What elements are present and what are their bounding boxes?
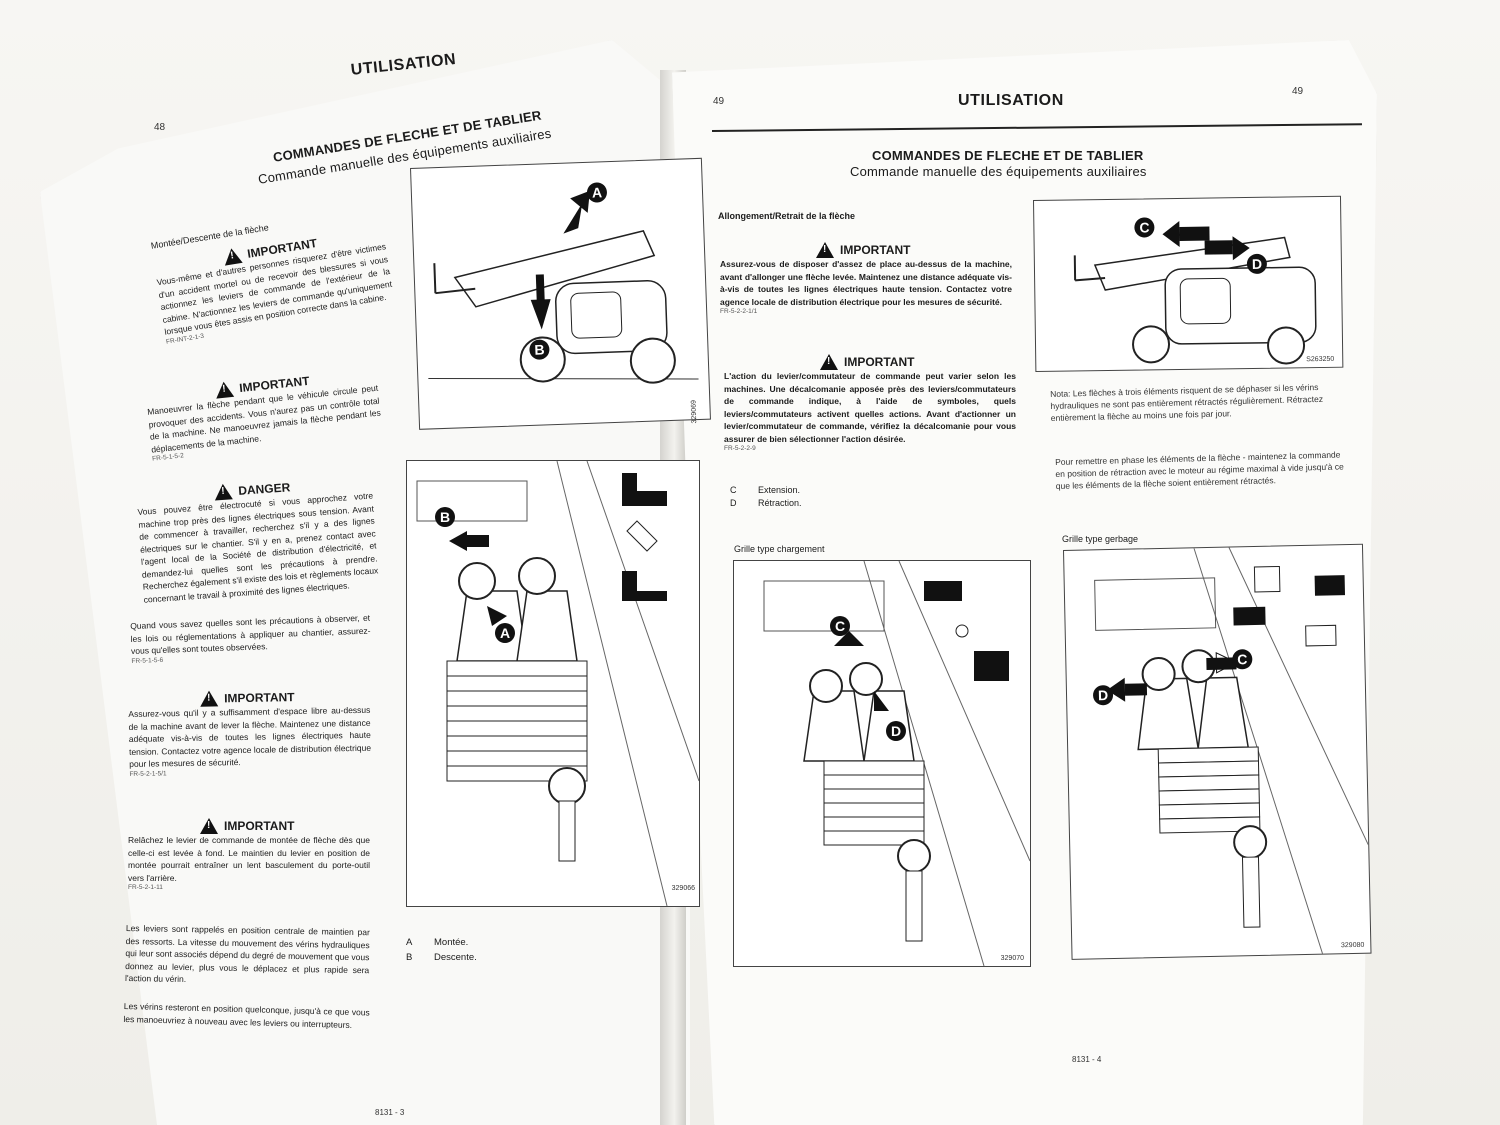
warning-triangle-icon — [816, 242, 834, 258]
svg-text:B: B — [440, 509, 450, 525]
right-warning1-heading: IMPORTANT — [816, 242, 1012, 258]
left-para2: Les leviers sont rappelés en position ce… — [124, 922, 370, 985]
left-footer: 8131 - 3 — [375, 1108, 405, 1117]
grid2-label: Grille type gerbage — [1062, 534, 1139, 544]
warning4-ref: FR-5-2-1-11 — [128, 884, 163, 891]
warning4-text: Relâchez le levier de commande de montée… — [128, 835, 370, 883]
svg-text:B: B — [534, 341, 545, 357]
grid1-levers-illustration: C D — [763, 560, 1031, 967]
right-page-subtitle: Commande manuelle des équipements auxili… — [850, 164, 1147, 179]
warning-triangle-icon — [820, 354, 838, 370]
grid1-code: 329070 — [1000, 955, 1024, 962]
telehandler-illustration: A B — [428, 182, 699, 384]
left-page-number: 48 — [154, 122, 166, 133]
fig2-code: 329066 — [671, 885, 695, 892]
svg-text:A: A — [500, 625, 510, 641]
warning4-heading: IMPORTANT — [200, 818, 370, 834]
left-figure-levers: B A 329066 — [406, 460, 700, 907]
right-warning2-heading: IMPORTANT — [820, 354, 1016, 370]
right-warning1-ref: FR-5-2-2-1/1 — [720, 308, 758, 315]
right-fig-code: S263250 — [1306, 355, 1335, 364]
grid1-label: Grille type chargement — [734, 544, 825, 554]
svg-text:C: C — [1139, 219, 1149, 235]
right-page-number-right: 49 — [1292, 86, 1304, 97]
danger-triangle-icon — [213, 483, 233, 501]
svg-text:D: D — [1098, 687, 1108, 703]
warning-triangle-icon — [222, 246, 243, 266]
right-page-number-left: 49 — [713, 96, 725, 107]
grid2-levers-illustration: D C — [1093, 547, 1369, 954]
fig1-code: 329069 — [690, 399, 698, 424]
grid2-code: 329080 — [1340, 941, 1365, 950]
svg-text:A: A — [592, 184, 603, 200]
right-section-heading: Allongement/Retrait de la flèche — [718, 211, 856, 221]
danger-text: Vous pouvez être électrocuté si vous app… — [137, 490, 379, 605]
right-page-header: UTILISATION — [958, 92, 1064, 109]
svg-text:C: C — [1237, 651, 1247, 667]
right-warning1-text: Assurez-vous de disposer d'assez de plac… — [720, 259, 1012, 307]
right-note2: Pour remettre en phase les éléments de l… — [1055, 449, 1344, 491]
left-figure-telehandler: A B 329069 — [410, 157, 711, 430]
svg-text:D: D — [1252, 256, 1262, 272]
levers-illustration: B A — [416, 460, 700, 907]
right-figure-telehandler: C D S263250 — [1033, 195, 1344, 372]
warning-triangle-icon — [200, 818, 218, 834]
grid1-figure: C D 329070 — [733, 560, 1031, 967]
telehandler-extension-illustration: C D — [1073, 217, 1317, 365]
right-warning2-text: L'action du levier/commutateur de comman… — [724, 371, 1016, 444]
grid2-figure: D C 329080 — [1063, 543, 1372, 960]
right-note: Nota: Les flèches à trois éléments risqu… — [1050, 381, 1324, 423]
svg-text:C: C — [835, 618, 845, 634]
warning-triangle-icon — [199, 690, 219, 707]
right-warning2-ref: FR-5-2-2-9 — [724, 445, 756, 452]
warning-triangle-icon — [214, 380, 235, 399]
warning3-text: Assurez-vous qu'il y a suffisamment d'es… — [128, 704, 372, 769]
right-page-title: COMMANDES DE FLECHE ET DE TABLIER — [872, 148, 1144, 163]
right-footer: 8131 - 4 — [1072, 1055, 1102, 1064]
svg-text:D: D — [891, 723, 901, 739]
